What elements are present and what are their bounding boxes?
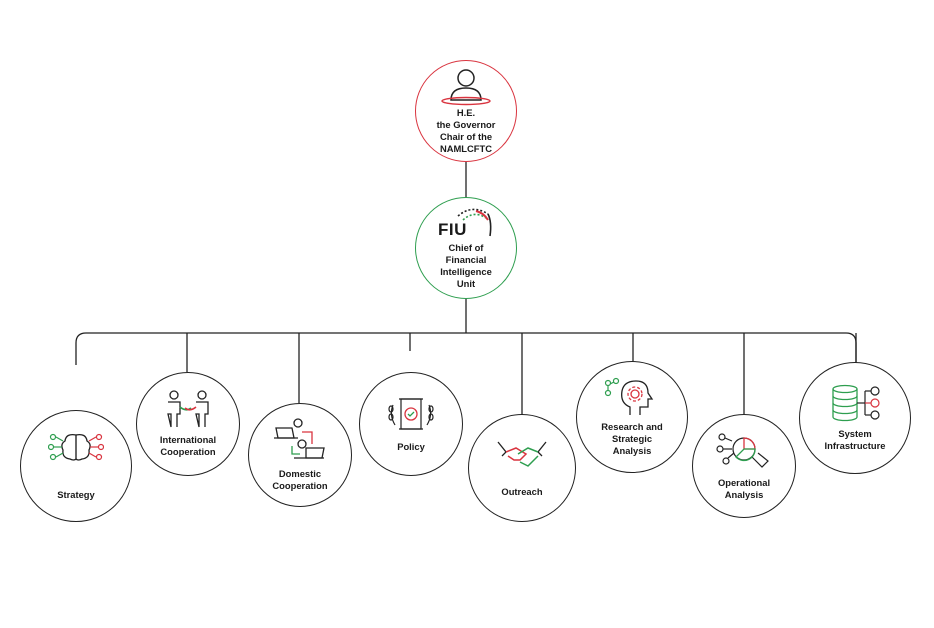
unit-strategy-label: Strategy xyxy=(57,489,95,500)
people-handshake-icon xyxy=(167,390,209,428)
fiu-logo: FIU xyxy=(436,206,496,240)
unit-domestic-cooperation-label: Domestic Cooperation xyxy=(272,468,328,491)
unit-policy-label: Policy xyxy=(397,441,425,452)
handshake-icon xyxy=(497,441,547,467)
unit-policy: Policy xyxy=(359,372,463,476)
governor-label: H.E. the Governor Chair of the NAMLCFTC xyxy=(436,107,496,154)
database-icon xyxy=(832,384,880,422)
unit-outreach: Outreach xyxy=(468,414,576,522)
scroll-laurel-icon xyxy=(388,398,434,430)
unit-outreach-label: Outreach xyxy=(501,486,543,497)
head-gear-icon xyxy=(604,377,654,415)
unit-operational-analysis-label: Operational Analysis xyxy=(717,477,771,500)
fiu-chief-label: Chief of Financial Intelligence Unit xyxy=(440,242,492,289)
unit-strategy: Strategy xyxy=(20,410,132,522)
unit-international-cooperation-label: International Cooperation xyxy=(159,434,217,457)
unit-operational-analysis: Operational Analysis xyxy=(692,414,796,518)
unit-research-strategic-analysis: Research and Strategic Analysis xyxy=(576,361,688,473)
people-laptops-icon xyxy=(274,418,325,459)
unit-international-cooperation: International Cooperation xyxy=(136,372,240,476)
unit-domestic-cooperation: Domestic Cooperation xyxy=(248,403,352,507)
magnifier-chart-icon xyxy=(716,433,769,468)
fiu-chief-node: FIU Chief of Financial Intelligence Unit xyxy=(415,197,517,299)
governor-node: H.E. the Governor Chair of the NAMLCFTC xyxy=(415,60,517,162)
person-icon xyxy=(441,69,491,106)
unit-system-infrastructure-label: System Infrastructure xyxy=(824,428,886,451)
brain-network-icon xyxy=(48,433,104,461)
unit-system-infrastructure: System Infrastructure xyxy=(799,362,911,474)
fiu-logo-text: FIU xyxy=(438,220,467,239)
unit-research-strategic-analysis-label: Research and Strategic Analysis xyxy=(601,421,663,456)
